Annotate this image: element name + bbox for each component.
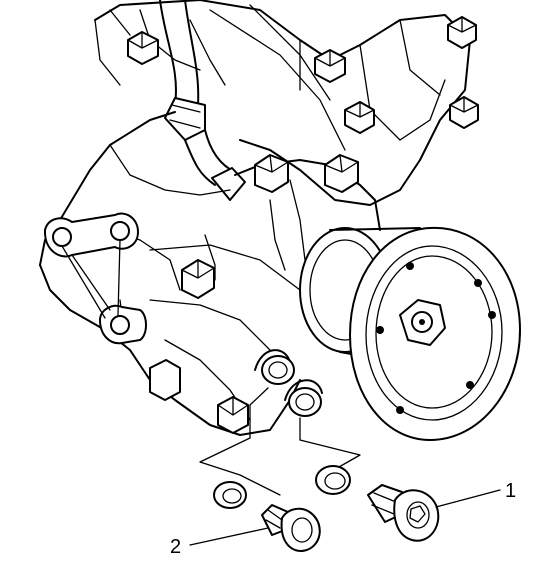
fitting-bolt-1 <box>367 484 440 542</box>
pressure-hose <box>159 0 246 201</box>
callout-2-label: 2 <box>170 536 181 558</box>
mounting-ears <box>43 212 147 345</box>
callout-2: 2 <box>170 527 269 558</box>
pump-ports <box>254 349 323 417</box>
pump-body-bolts <box>149 154 359 434</box>
o-ring-2 <box>213 481 247 509</box>
callout-1: 1 <box>435 480 516 508</box>
pump-pulley <box>299 226 521 441</box>
o-ring-1 <box>315 465 351 495</box>
fitting-bolt-2 <box>261 504 321 552</box>
callout-1-label: 1 <box>505 480 516 502</box>
bracket-bolts <box>127 16 479 134</box>
